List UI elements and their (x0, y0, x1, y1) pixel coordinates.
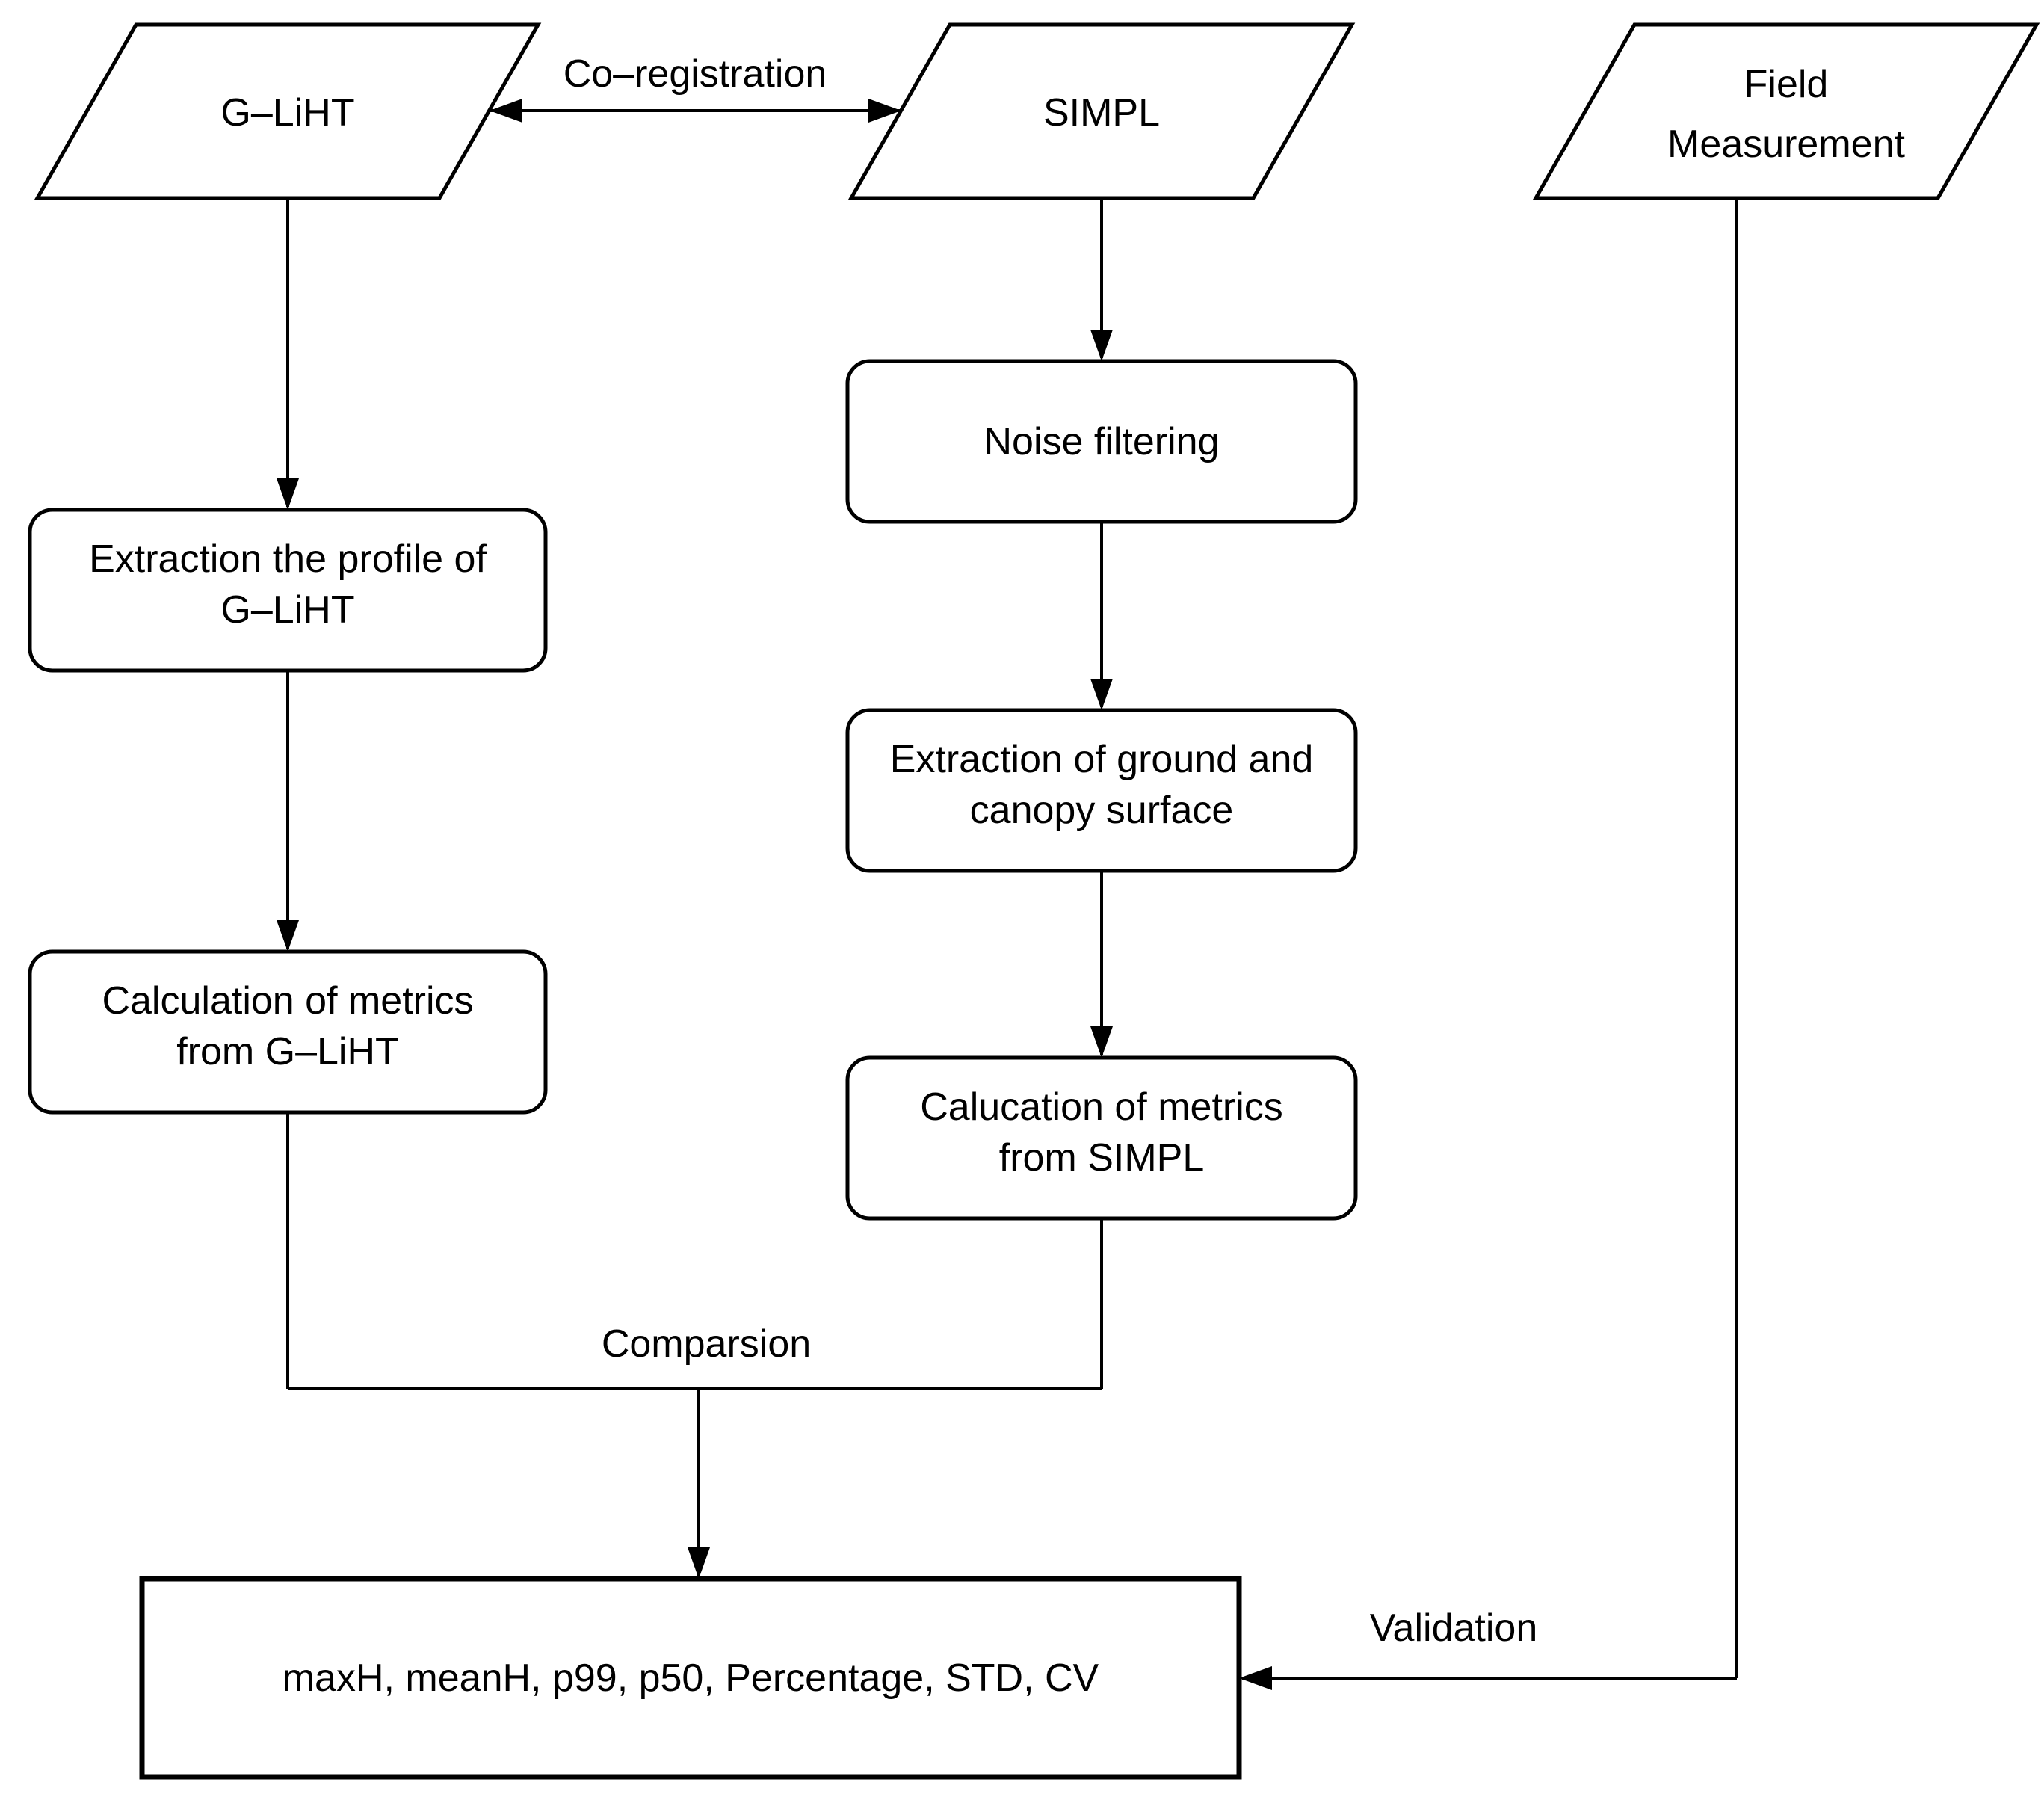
field-measurement-label-line1: Field (1744, 63, 1829, 106)
arrowhead-down-icon (1090, 1026, 1113, 1058)
simpl-label: SIMPL (1043, 91, 1160, 135)
metrics-result-label: maxH, meanH, p99, p50, Percentage, STD, … (282, 1656, 1099, 1700)
gliht-label: G–LiHT (220, 91, 354, 135)
calucation-metrics-simpl-node (845, 1055, 1358, 1221)
extraction-ground-canopy-label-line2: canopy surface (970, 789, 1234, 832)
arrowhead-left-icon (490, 99, 522, 123)
validation-edge-label: Validation (1370, 1606, 1538, 1650)
extraction-ground-canopy-label-line1: Extraction of ground and (890, 738, 1314, 781)
calculation-metrics-gliht-node (28, 949, 548, 1115)
field-measurement-node (1532, 22, 2040, 200)
extraction-ground-canopy-node (845, 708, 1358, 873)
arrowhead-down-icon (1090, 679, 1113, 710)
arrowhead-down-icon (277, 478, 299, 510)
arrowhead-down-icon (688, 1547, 710, 1579)
metrics-result-node (139, 1576, 1242, 1780)
extraction-profile-label-line2: G–LiHT (220, 588, 354, 632)
field-measurement-label-line2: Measurement (1667, 123, 1905, 166)
calculation-metrics-gliht-label-line1: Calculation of metrics (102, 979, 473, 1023)
arrowhead-left-icon (1239, 1666, 1272, 1690)
arrowhead-right-icon (868, 99, 901, 123)
noise-filtering-node (845, 359, 1358, 524)
gliht-node (34, 22, 542, 200)
calucation-metrics-simpl-label-line2: from SIMPL (999, 1136, 1205, 1180)
noise-filtering-label: Noise filtering (984, 420, 1219, 463)
extraction-profile-node (28, 508, 548, 673)
arrowhead-down-icon (1090, 330, 1113, 361)
co-registration-edge-label: Co–registration (564, 52, 827, 96)
simpl-node (847, 22, 1356, 200)
calculation-metrics-gliht-label-line2: from G–LiHT (176, 1030, 399, 1073)
arrowhead-down-icon (277, 920, 299, 952)
calucation-metrics-simpl-label-line1: Calucation of metrics (920, 1085, 1283, 1129)
extraction-profile-label-line1: Extraction the profile of (89, 537, 487, 581)
comparison-edge-label: Comparsion (602, 1322, 811, 1366)
